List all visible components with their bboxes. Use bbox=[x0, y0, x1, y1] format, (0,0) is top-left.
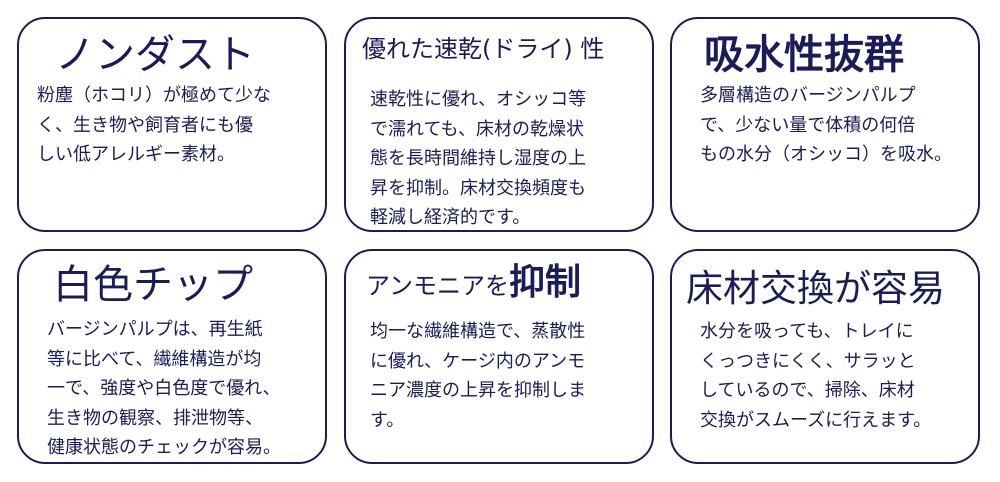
description-line: 均一な繊維構造で、蒸散性 bbox=[370, 321, 586, 342]
description-line: 粉塵（ホコリ）が極めて少な bbox=[37, 85, 271, 106]
description-line: で、少ない量で体積の何倍 bbox=[700, 114, 916, 136]
description-line: もの水分（オシッコ）を吸水。 bbox=[700, 144, 952, 165]
feature-card-ammonia: アンモニアを抑制 均一な繊維構造で、蒸散性 に優れ、ケージ内のアンモ ニア濃度の… bbox=[344, 249, 654, 464]
description-line: くっつきにくく、サラッと bbox=[700, 350, 916, 372]
description-line: バージンパルプは、再生紙 bbox=[47, 319, 263, 340]
feature-card-absorption: 吸水性抜群 多層構造のバージンパルプ で、少ない量で体積の何倍 もの水分（オシッ… bbox=[670, 17, 980, 232]
feature-card-easy-replacement: 床材交換が容易 水分を吸っても、トレイに くっつきにくく、サラッと しているので… bbox=[670, 249, 980, 464]
card-description: バージンパルプは、再生紙 等に比べて、繊維構造が均 一で、強度や白色度で優れ、 … bbox=[47, 315, 281, 463]
feature-card-white-chip: 白色チップ バージンパルプは、再生紙 等に比べて、繊維構造が均 一で、強度や白色… bbox=[17, 249, 327, 464]
description-line: に優れ、ケージ内のアンモ bbox=[370, 350, 586, 372]
card-title: 床材交換が容易 bbox=[686, 267, 945, 310]
description-line: 等に比べて、繊維構造が均 bbox=[47, 348, 262, 370]
description-line: 多層構造のバージンパルプ bbox=[700, 85, 916, 106]
card-title: 吸水性抜群 bbox=[704, 32, 904, 78]
description-line: 水分を吸っても、トレイに bbox=[700, 321, 914, 342]
card-title-emphasis: 抑制 bbox=[509, 262, 582, 303]
description-line: 速乾性に優れ、オシッコ等 bbox=[370, 89, 587, 110]
card-title: アンモニアを抑制 bbox=[366, 265, 581, 304]
description-line: 昇を抑制。床材交換頻度も bbox=[370, 177, 586, 199]
description-line: で濡れても、床材の乾燥状 bbox=[370, 118, 585, 140]
description-line: しい低アレルギー素材。 bbox=[37, 144, 235, 165]
description-line: 交換がスムーズに行えます。 bbox=[700, 409, 932, 431]
description-line: ニア濃度の上昇を抑制しま bbox=[370, 380, 586, 401]
card-title: 優れた速乾(ドライ) 性 bbox=[362, 35, 605, 63]
description-line: 一で、強度や白色度で優れ、 bbox=[47, 378, 281, 399]
card-title: 白色チップ bbox=[53, 262, 253, 308]
card-title: ノンダスト bbox=[55, 32, 255, 78]
description-line: 軽減し経済的です。 bbox=[370, 207, 531, 228]
feature-card-quick-dry: 優れた速乾(ドライ) 性 速乾性に優れ、オシッコ等 で濡れても、床材の乾燥状 態… bbox=[344, 17, 654, 232]
card-description: 均一な繊維構造で、蒸散性 に優れ、ケージ内のアンモ ニア濃度の上昇を抑制しま す… bbox=[370, 317, 586, 435]
feature-card-non-dust: ノンダスト 粉塵（ホコリ）が極めて少な く、生き物や飼育者にも優 しい低アレルギ… bbox=[17, 17, 327, 232]
card-description: 速乾性に優れ、オシッコ等 で濡れても、床材の乾燥状 態を長時間維持し湿度の上 昇… bbox=[370, 85, 586, 233]
card-description: 粉塵（ホコリ）が極めて少な く、生き物や飼育者にも優 しい低アレルギー素材。 bbox=[37, 81, 271, 170]
card-description: 多層構造のバージンパルプ で、少ない量で体積の何倍 もの水分（オシッコ）を吸水。 bbox=[700, 81, 952, 170]
description-line: しているので、掃除、床材 bbox=[700, 380, 915, 401]
card-description: 水分を吸っても、トレイに くっつきにくく、サラッと しているので、掃除、床材 交… bbox=[700, 317, 931, 435]
card-title-prefix: アンモニアを bbox=[366, 272, 510, 300]
description-line: 健康状態のチェックが容易。 bbox=[47, 437, 281, 458]
description-line: す。 bbox=[370, 409, 405, 431]
description-line: く、生き物や飼育者にも優 bbox=[37, 114, 253, 136]
description-line: 生き物の観察、排泄物等、 bbox=[47, 407, 263, 429]
description-line: 態を長時間維持し湿度の上 bbox=[370, 148, 586, 169]
